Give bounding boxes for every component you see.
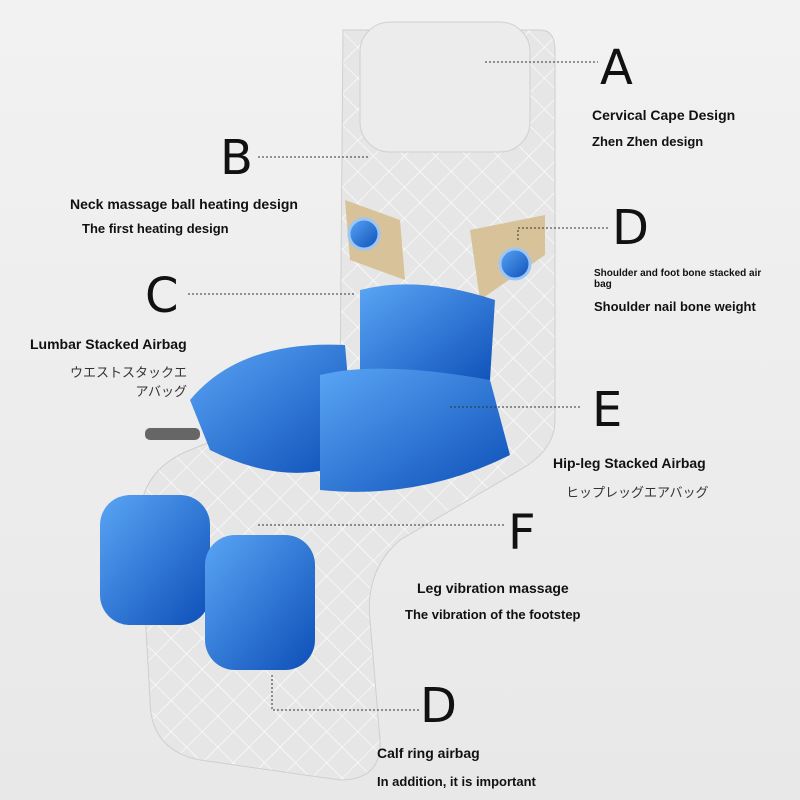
label-a-title: Cervical Cape Design <box>592 107 736 123</box>
neck-pillow <box>359 21 531 153</box>
label-a-subtitle: Zhen Zhen design <box>592 134 704 149</box>
heating-ball-left <box>347 217 381 251</box>
label-letter-d-bottom: D <box>420 678 457 734</box>
label-d-bottom-subtitle: In addition, it is important <box>377 774 536 789</box>
lumbar-airbag <box>360 284 495 388</box>
label-c-title: Lumbar Stacked Airbag <box>30 336 187 352</box>
label-d-top-title: Shoulder and foot bone stacked air bag <box>594 268 762 290</box>
label-letter-a: A <box>600 40 633 96</box>
label-letter-d-top: D <box>612 200 649 256</box>
label-letter-e: E <box>592 382 623 438</box>
leader-lines <box>188 61 610 711</box>
label-f-title: Leg vibration massage <box>417 580 569 596</box>
calf-airbag-left <box>100 495 210 625</box>
label-letter-f: F <box>508 505 536 561</box>
hip-airbag-left <box>190 344 355 473</box>
remote-control <box>145 428 200 440</box>
label-c-jp: ウエストスタックエ アバッグ <box>69 365 187 399</box>
label-f-subtitle: The vibration of the footstep <box>405 607 581 622</box>
hip-airbag-right <box>320 368 510 492</box>
label-e-title: Hip-leg Stacked Airbag <box>553 455 706 471</box>
label-e-jp: ヒップレッグエアバッグ <box>566 485 709 500</box>
label-b-title: Neck massage ball heating design <box>70 196 298 212</box>
label-b-subtitle: The first heating design <box>82 221 229 236</box>
label-letter-b: B <box>220 130 253 186</box>
heating-ball-right <box>498 247 532 281</box>
label-letter-c: C <box>145 268 179 324</box>
label-d-top-subtitle: Shoulder nail bone weight <box>594 299 756 314</box>
calf-airbag-right <box>205 535 315 670</box>
label-d-bottom-title: Calf ring airbag <box>377 745 480 761</box>
